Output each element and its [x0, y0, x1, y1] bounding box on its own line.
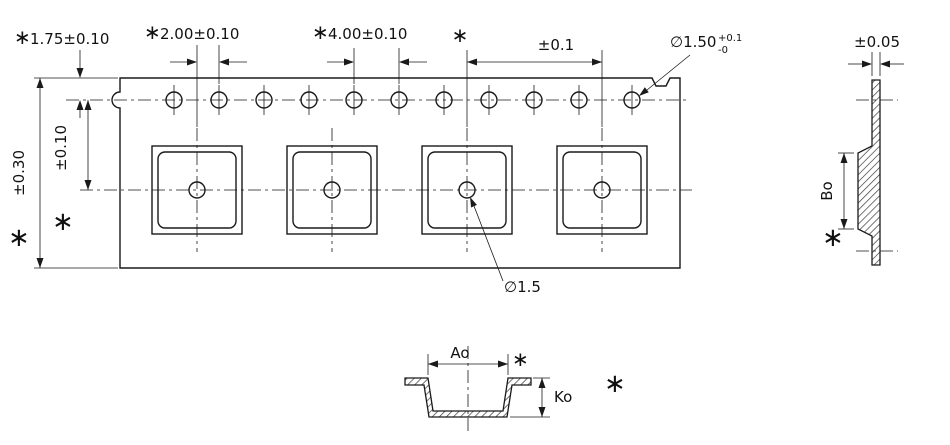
arrowhead [639, 87, 649, 96]
pocket-1 [151, 128, 243, 252]
arrowhead [840, 153, 848, 163]
asterisk-mark: ∗ [452, 23, 469, 47]
tape-side-profile [857, 79, 881, 266]
pocket-3 [421, 128, 513, 252]
pocket-section-view [404, 346, 550, 432]
sprocket-hole [345, 91, 363, 109]
asterisk-mark: ∗ [512, 347, 529, 371]
dim-d0-tol-minus: -0 [718, 45, 728, 56]
dim-d0-label: ∅1.50 [670, 33, 716, 51]
sprocket-hole [480, 91, 498, 109]
asterisk-mark: ∗ [312, 20, 329, 44]
asterisk-mark: ∗ [52, 207, 74, 237]
arrowhead [880, 60, 890, 68]
labels: ∗ 1.75±0.10 ∗ 2.00±0.10 ∗ 4.00±0.10 ∗ ±0… [8, 20, 900, 406]
tape-outline [111, 77, 681, 269]
arrowhead [467, 58, 477, 66]
sprocket-hole [255, 91, 273, 109]
dim-f-label: ±0.10 [52, 125, 70, 171]
arrowhead [428, 360, 438, 368]
arrowhead [399, 58, 409, 66]
dim-bo-label: Bo [818, 181, 836, 200]
leader-line-d0 [646, 54, 691, 91]
sprocket-hole [570, 91, 588, 109]
sprocket-hole [525, 91, 543, 109]
arrowhead [862, 60, 872, 68]
sprocket-hole [390, 91, 408, 109]
arrowhead [36, 78, 44, 88]
arrowhead [840, 219, 848, 229]
sprocket-hole [165, 91, 183, 109]
arrowhead [470, 197, 477, 208]
arrowhead [187, 58, 197, 66]
dim-thickness-label: ±0.05 [854, 33, 900, 51]
arrowhead [592, 58, 602, 66]
sprocket-hole [435, 91, 453, 109]
asterisk-mark: ∗ [14, 25, 31, 49]
arrowhead [36, 258, 44, 268]
arrowhead [538, 378, 546, 388]
plan-dimensions [34, 45, 691, 282]
center-hole-dia-label: ∅1.5 [504, 278, 541, 296]
pocket-section-profile [404, 377, 532, 418]
dim-ao-label: Ao [450, 344, 469, 362]
arrowhead [538, 407, 546, 417]
sprocket-holes [165, 85, 641, 115]
dim-e-label: 1.75±0.10 [30, 30, 109, 48]
leader-line-center-hole [473, 205, 504, 282]
arrowhead [219, 58, 229, 66]
arrowhead [344, 58, 354, 66]
dim-width-label: ±0.30 [10, 150, 28, 196]
pocket-4 [556, 128, 648, 252]
tape-side-view [838, 52, 904, 266]
asterisk-mark: ∗ [604, 369, 626, 399]
arrowhead [76, 100, 84, 110]
arrowhead [76, 68, 84, 78]
tape-plan-view [66, 77, 692, 269]
dim-ko-label: Ko [554, 388, 572, 406]
sprocket-hole [623, 91, 641, 109]
arrowhead [498, 360, 508, 368]
asterisk-mark: ∗ [8, 223, 30, 253]
dim-p2-label: 2.00±0.10 [160, 25, 239, 43]
dim-d0-tol-plus: +0.1 [718, 33, 742, 44]
asterisk-mark: ∗ [144, 20, 161, 44]
asterisk-mark: ∗ [822, 223, 844, 253]
dim-pocket-pitch-label: ±0.1 [538, 36, 574, 54]
arrowhead [84, 100, 92, 110]
pocket-2 [286, 128, 378, 252]
sprocket-hole [210, 91, 228, 109]
dim-p0-label: 4.00±0.10 [328, 25, 407, 43]
arrowhead [84, 180, 92, 190]
sprocket-hole [300, 91, 318, 109]
